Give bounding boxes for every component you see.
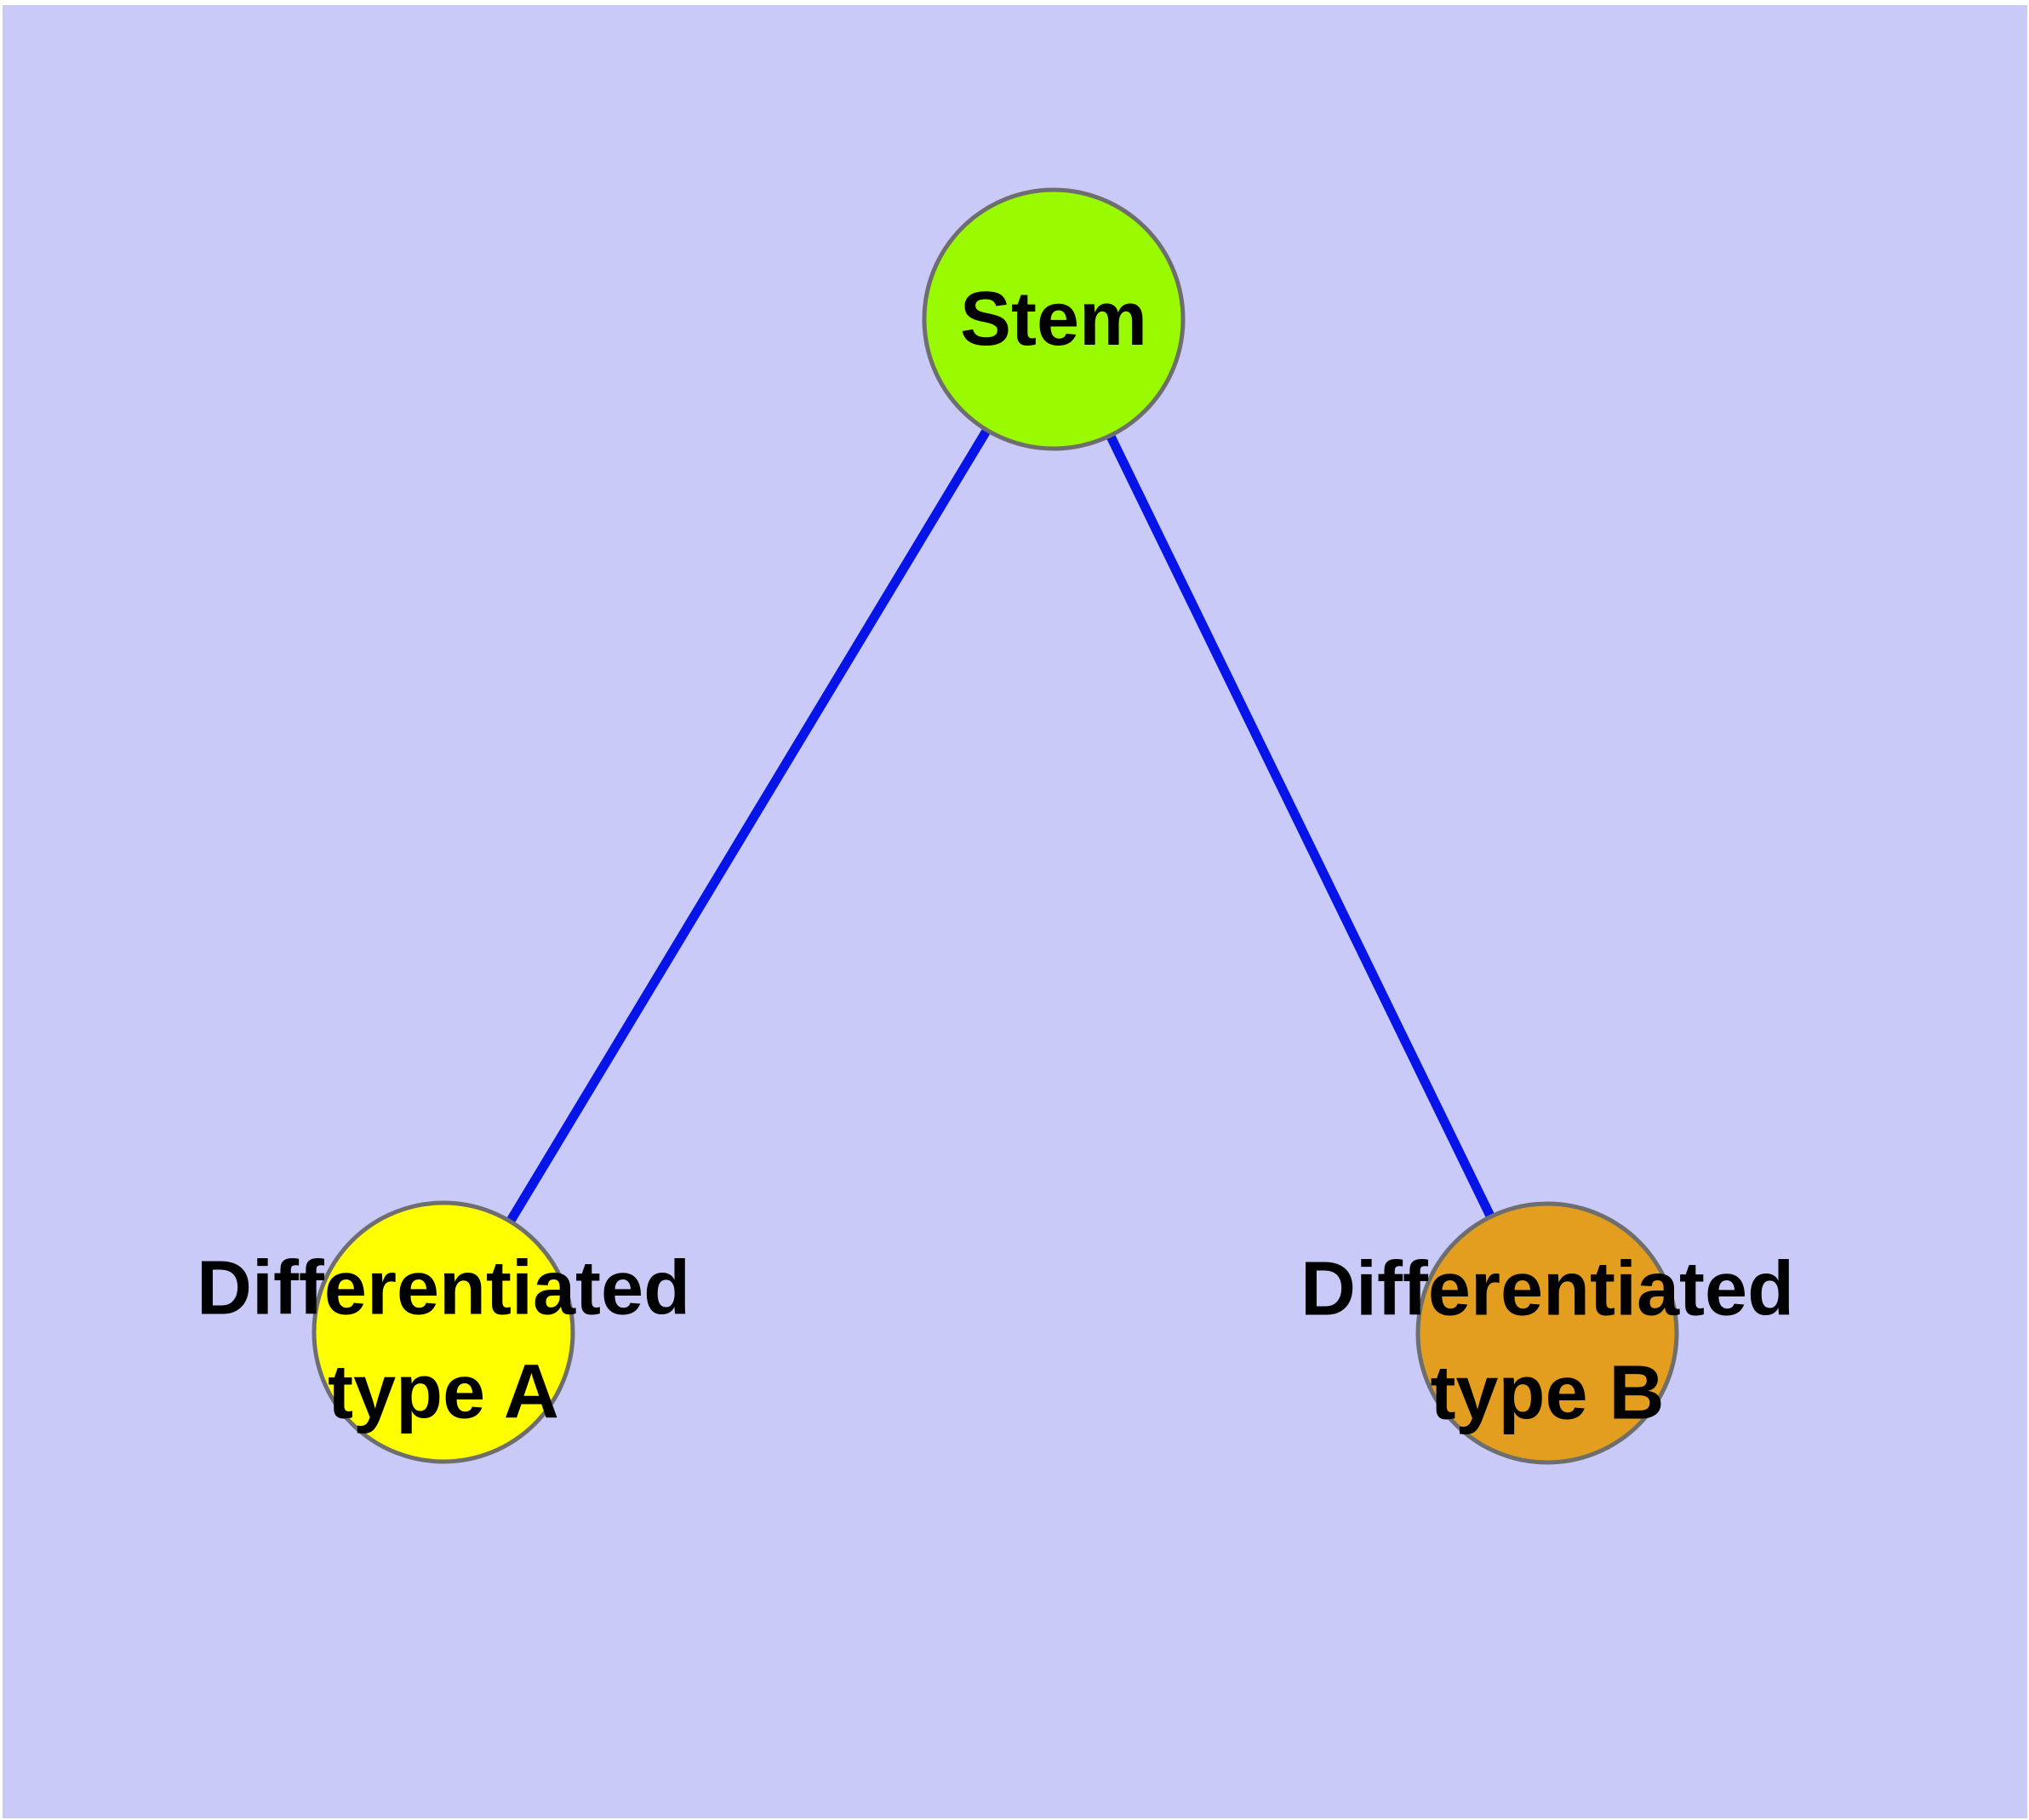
edge-stem-diff-a: [439, 317, 1058, 1335]
node-diff-b: [1415, 1201, 1679, 1465]
node-stem: [922, 187, 1186, 451]
graph-svg: [311, 187, 1679, 1465]
edge-stem-diff-b: [1049, 317, 1552, 1336]
node-diff-a: [311, 1200, 575, 1464]
